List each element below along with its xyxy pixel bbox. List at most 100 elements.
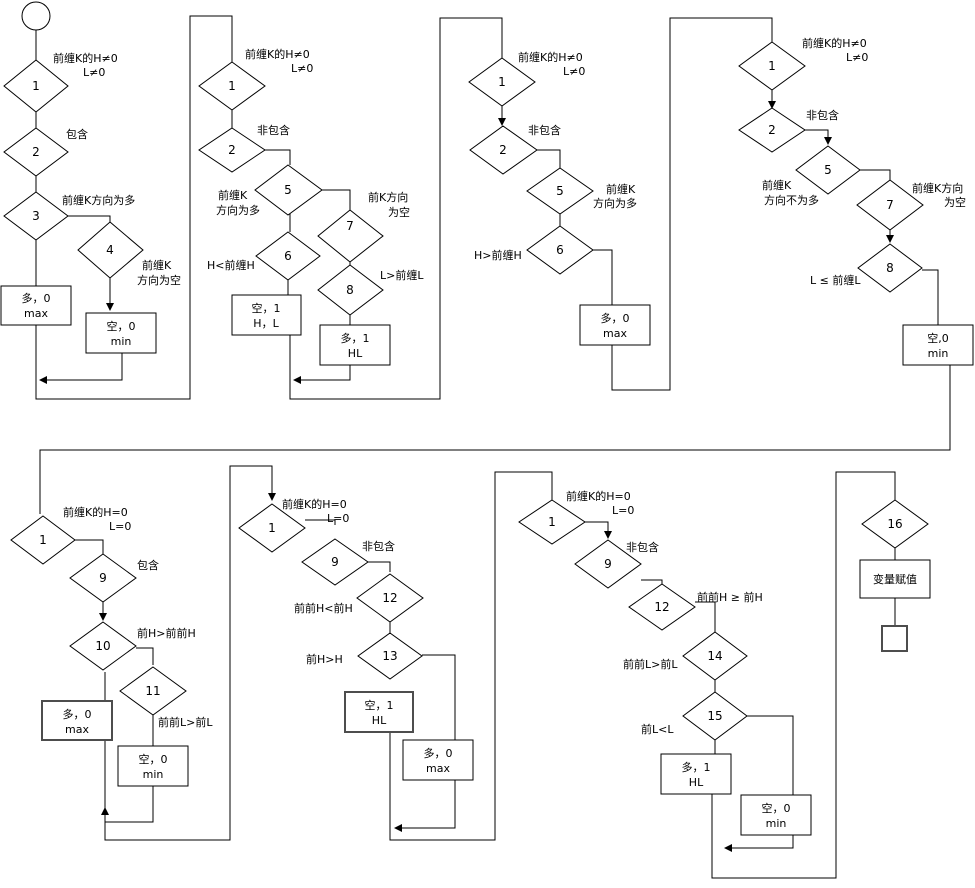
svg-text:前K方向: 前K方向 xyxy=(368,190,408,204)
decision-node-4 xyxy=(77,221,144,279)
decision-node-9 xyxy=(69,553,137,603)
svg-text:前缠K: 前缠K xyxy=(218,188,248,202)
svg-text:9: 9 xyxy=(331,555,339,569)
box-label: 多，0 xyxy=(22,291,51,305)
decision-node-16 xyxy=(861,499,929,549)
decision-node-1 xyxy=(468,57,536,107)
decision-node-8 xyxy=(317,264,384,316)
svg-text:max: max xyxy=(426,762,450,775)
svg-text:2: 2 xyxy=(499,143,507,157)
process-box xyxy=(579,304,651,346)
svg-text:方向为多: 方向为多 xyxy=(216,203,260,217)
box-label: 空，0 xyxy=(107,319,136,333)
decision-node-12 xyxy=(628,583,696,631)
decision-label: 2 xyxy=(32,145,40,159)
svg-text:非包含: 非包含 xyxy=(806,108,839,122)
svg-text:1: 1 xyxy=(498,75,506,89)
decision-node-1 xyxy=(238,503,306,553)
svg-text:前缠K: 前缠K xyxy=(606,182,636,196)
final-section: 16 变量赋值 xyxy=(859,499,931,652)
svg-text:5: 5 xyxy=(284,183,292,197)
svg-text:6: 6 xyxy=(284,249,292,263)
svg-text:L≠0: L≠0 xyxy=(291,62,313,75)
process-box xyxy=(859,559,931,599)
decision-node-9 xyxy=(301,538,369,586)
svg-text:前缠K的H≠0: 前缠K的H≠0 xyxy=(245,47,310,61)
svg-text:H，L: H，L xyxy=(253,317,279,330)
process-box xyxy=(41,700,113,741)
condition-label: 前缠K xyxy=(142,258,172,272)
svg-text:前缠K的H=0: 前缠K的H=0 xyxy=(566,489,631,503)
svg-text:前H>前前H: 前H>前前H xyxy=(137,626,196,640)
decision-node-10 xyxy=(69,621,137,671)
svg-text:非包含: 非包含 xyxy=(626,540,659,554)
decision-node-13 xyxy=(357,632,423,680)
row2-column-2: 1 9 12 13 空，1 HL 多，0 max 前缠K的H=0 L=0 非包含… xyxy=(238,497,474,781)
decision-node-5 xyxy=(254,164,323,216)
process-box xyxy=(402,739,474,781)
decision-node-1 xyxy=(3,59,69,113)
svg-text:前前L>前L: 前前L>前L xyxy=(158,715,213,729)
decision-node-7 xyxy=(856,179,924,231)
svg-text:HL: HL xyxy=(348,347,363,360)
svg-text:多，0: 多，0 xyxy=(63,707,92,721)
svg-text:前缠K的H=0: 前缠K的H=0 xyxy=(63,505,128,519)
svg-text:max: max xyxy=(603,327,627,340)
svg-text:变量赋值: 变量赋值 xyxy=(873,572,917,586)
svg-text:7: 7 xyxy=(886,198,894,212)
svg-text:8: 8 xyxy=(886,261,894,275)
svg-text:方向不为多: 方向不为多 xyxy=(764,193,819,207)
svg-text:L=0: L=0 xyxy=(327,512,349,525)
svg-text:H>前缠H: H>前缠H xyxy=(474,248,522,262)
decision-node-15 xyxy=(682,691,748,741)
svg-text:空，1: 空，1 xyxy=(365,698,394,712)
svg-text:L>前缠L: L>前缠L xyxy=(380,268,424,282)
svg-text:L≠0: L≠0 xyxy=(563,65,585,78)
decision-node-2 xyxy=(738,107,806,153)
svg-text:前缠K的H=0: 前缠K的H=0 xyxy=(282,497,347,511)
process-box xyxy=(117,745,189,787)
decision-label: 1 xyxy=(32,79,40,93)
svg-text:11: 11 xyxy=(145,684,160,698)
svg-text:max: max xyxy=(65,723,89,736)
svg-text:9: 9 xyxy=(99,571,107,585)
svg-text:5: 5 xyxy=(556,184,564,198)
svg-text:非包含: 非包含 xyxy=(257,123,290,137)
svg-text:非包含: 非包含 xyxy=(362,539,395,553)
svg-text:2: 2 xyxy=(768,123,776,137)
condition-label: 方向为空 xyxy=(137,273,181,287)
svg-text:HL: HL xyxy=(372,714,387,727)
svg-text:空，0: 空，0 xyxy=(762,801,791,815)
process-box xyxy=(231,294,302,336)
svg-text:HL: HL xyxy=(689,776,704,789)
decision-node-14 xyxy=(682,631,748,681)
process-box xyxy=(319,324,391,366)
condition-label: 前缠K的H≠0 xyxy=(53,51,118,65)
condition-label: L≠0 xyxy=(83,66,105,79)
decision-node-11 xyxy=(119,666,187,716)
svg-text:1: 1 xyxy=(768,59,776,73)
column-2: 1 2 5 7 6 8 空，1 H，L 多，1 HL 前缠K的H≠0 L≠0 非… xyxy=(198,47,424,366)
decision-node-12 xyxy=(356,573,424,623)
process-box xyxy=(902,324,974,366)
svg-text:L=0: L=0 xyxy=(109,520,131,533)
svg-text:前前L>前L: 前前L>前L xyxy=(623,657,678,671)
decision-label: 4 xyxy=(106,243,114,257)
svg-text:L≠0: L≠0 xyxy=(846,51,868,64)
svg-text:多，0: 多，0 xyxy=(601,311,630,325)
decision-node-1 xyxy=(518,499,586,545)
svg-text:1: 1 xyxy=(548,515,556,529)
decision-node-8 xyxy=(857,243,923,293)
svg-text:12: 12 xyxy=(382,591,397,605)
svg-text:前前H ≥ 前H: 前前H ≥ 前H xyxy=(697,590,763,604)
svg-text:前H>H: 前H>H xyxy=(306,652,343,666)
svg-text:为空: 为空 xyxy=(944,195,966,209)
column-4: 1 2 5 7 8 空,0 min 前缠K的H≠0 L≠0 非包含 前缠K 方向… xyxy=(738,36,974,366)
svg-text:前缠K方向: 前缠K方向 xyxy=(912,181,963,195)
svg-text:1: 1 xyxy=(268,521,276,535)
svg-text:16: 16 xyxy=(887,517,902,531)
process-box xyxy=(344,691,414,733)
decision-node-9 xyxy=(574,539,642,589)
box-label: min xyxy=(111,335,132,348)
